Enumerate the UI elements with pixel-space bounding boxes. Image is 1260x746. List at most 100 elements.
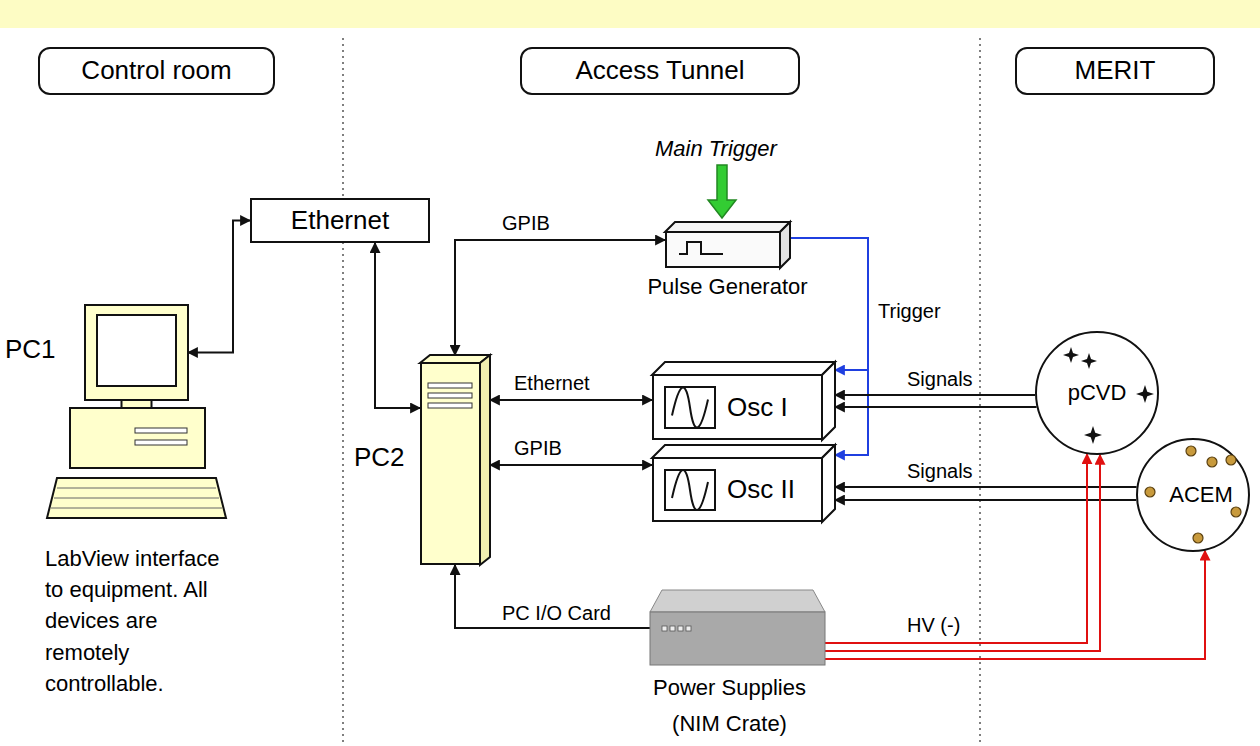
crate-knob xyxy=(678,626,683,631)
sine-wave xyxy=(672,387,708,427)
box-top xyxy=(652,445,835,458)
tower-front xyxy=(421,363,480,564)
box-top xyxy=(665,222,790,232)
power-supply-crate: Power Supplies(NIM Crate) xyxy=(650,590,825,665)
hv-cable xyxy=(825,551,1205,659)
zone-heading-box: Access Tunnel xyxy=(520,47,800,95)
connector xyxy=(455,565,650,628)
drive-slot xyxy=(135,440,187,445)
node-text: PC1 xyxy=(5,335,56,365)
screen-outline xyxy=(665,470,715,510)
trigger-label: Main Trigger xyxy=(655,136,777,161)
node-text: Access Tunnel xyxy=(575,56,744,86)
box-side xyxy=(780,222,790,268)
edge-label: PC I/O Card xyxy=(500,602,613,625)
connector xyxy=(188,221,250,353)
node-shape xyxy=(650,590,825,665)
node-shape xyxy=(420,355,490,565)
box-top xyxy=(652,362,835,375)
node-text: Osc I xyxy=(727,393,788,423)
node-text: Power Supplies xyxy=(653,675,806,700)
system-unit xyxy=(70,408,205,468)
connector xyxy=(835,499,1136,501)
rounded-box xyxy=(521,48,799,94)
keyboard-row xyxy=(54,498,219,499)
detector-circle: ACEM xyxy=(1136,438,1250,552)
edge-label: GPIB xyxy=(500,212,552,235)
zone-heading-box: MERIT xyxy=(1015,47,1215,95)
edge-label: Ethernet xyxy=(512,372,592,395)
drive-slot xyxy=(135,428,187,433)
pulse-generator: Pulse Generator xyxy=(665,222,790,268)
sensor-dot xyxy=(1186,446,1196,456)
node-shape xyxy=(665,222,790,268)
sensor-dot xyxy=(1231,507,1241,517)
drive-slot xyxy=(428,383,472,388)
node-text: Osc II xyxy=(727,475,795,505)
drive-slot xyxy=(428,403,472,408)
main-trigger-arrow xyxy=(708,165,736,218)
node-text: MERIT xyxy=(1075,56,1156,86)
monitor-neck xyxy=(122,400,152,408)
crate-top xyxy=(650,590,825,612)
diamond-star xyxy=(1136,385,1154,403)
zone-divider xyxy=(342,38,344,746)
top-band xyxy=(0,0,1260,28)
sensor-dot xyxy=(1145,487,1155,497)
sensor-dot xyxy=(1193,533,1203,543)
edge-label: Trigger xyxy=(876,300,943,323)
zone-divider xyxy=(979,38,981,746)
edge-label: Signals xyxy=(905,460,975,483)
monitor-screen xyxy=(97,315,176,386)
network-box: Ethernet xyxy=(250,198,430,243)
connector xyxy=(375,243,420,408)
connector xyxy=(455,240,665,355)
screen-outline xyxy=(665,387,715,428)
sine-wave xyxy=(672,470,708,510)
crate-knob xyxy=(686,626,691,631)
node-text: Ethernet xyxy=(291,206,389,236)
keyboard xyxy=(47,478,226,518)
oscilloscope: Osc I xyxy=(652,362,835,440)
node-text: (NIM Crate) xyxy=(672,711,787,736)
edge-label: GPIB xyxy=(512,437,564,460)
node-text: PC2 xyxy=(354,443,405,473)
trigger-line xyxy=(790,238,868,370)
sensor-dot xyxy=(1226,455,1236,465)
box-front xyxy=(653,375,822,439)
box-outline xyxy=(251,199,429,242)
rounded-box xyxy=(39,48,274,94)
note-text: LabView interface to equipment. All devi… xyxy=(45,543,240,699)
box-front xyxy=(653,458,822,521)
circle-outline xyxy=(1036,332,1158,454)
keyboard-row xyxy=(51,508,222,509)
control-computer: PC1 xyxy=(85,305,188,400)
sensor-dot xyxy=(1207,457,1217,467)
edge-label: HV (-) xyxy=(905,614,962,637)
zone-heading-box: Control room xyxy=(38,47,275,95)
tower-side xyxy=(480,355,490,565)
pc-tower: PC2 xyxy=(420,355,490,565)
tower-top xyxy=(420,355,490,363)
crate-knob xyxy=(670,626,675,631)
pulse-symbol xyxy=(679,242,723,254)
monitor xyxy=(85,305,188,400)
node-text: Pulse Generator xyxy=(647,274,807,299)
oscilloscope: Osc II xyxy=(652,445,835,522)
node-text: ACEM xyxy=(1169,482,1233,507)
crate-front xyxy=(650,612,825,665)
hv-cable xyxy=(825,454,1087,643)
connector xyxy=(835,406,1037,408)
diamond-star xyxy=(1063,347,1079,363)
drive-slot xyxy=(428,393,472,398)
box-side xyxy=(822,445,835,522)
node-text: Control room xyxy=(81,56,231,86)
node-text: pCVD xyxy=(1068,380,1127,405)
detector-circle: pCVD xyxy=(1035,331,1159,455)
connector xyxy=(835,486,1137,488)
connector xyxy=(490,464,652,466)
circle-outline xyxy=(1137,439,1249,551)
box-side xyxy=(822,362,835,440)
hv-cable xyxy=(825,455,1100,651)
